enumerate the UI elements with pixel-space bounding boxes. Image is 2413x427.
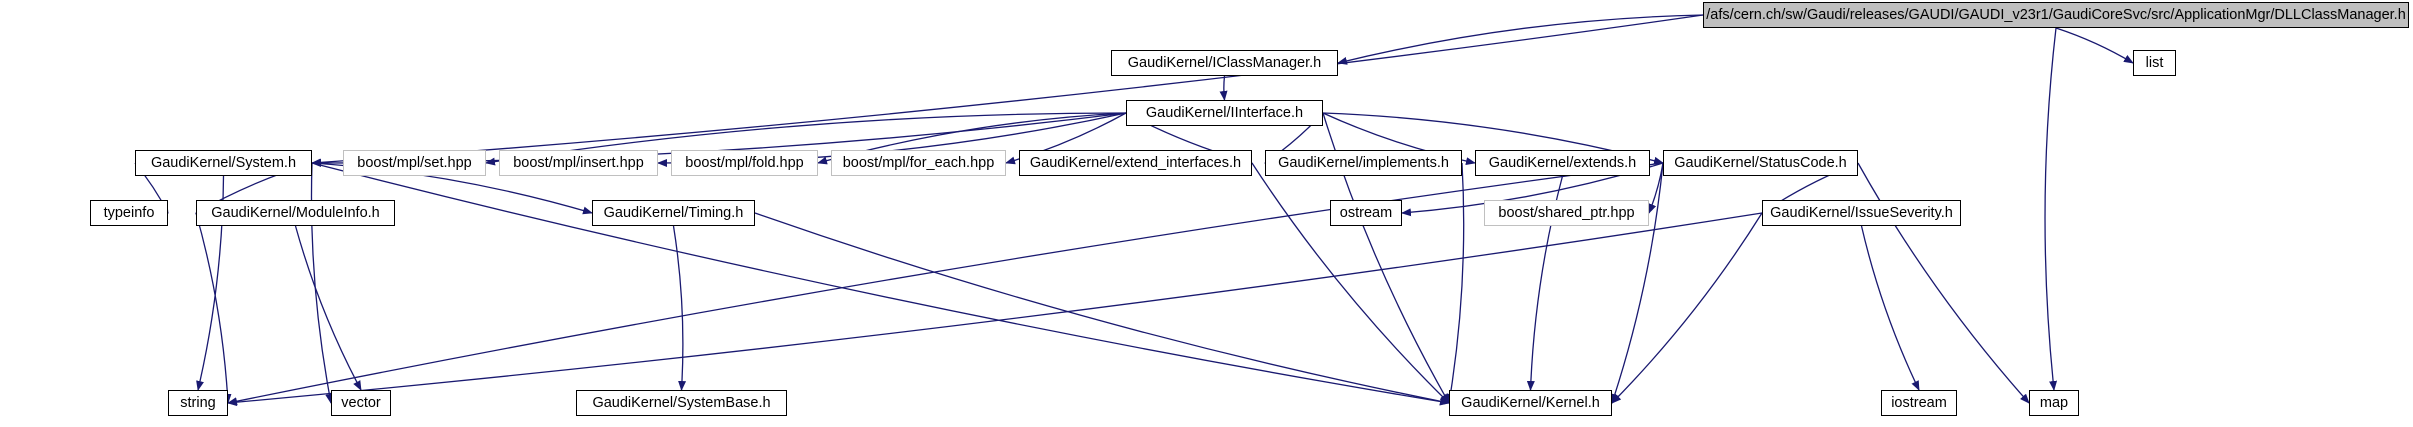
graph-edge-statuscode-to-kernel	[1611, 162, 1664, 404]
graph-edge-system-to-kernel	[311, 162, 1450, 406]
graph-edge-root-to-list	[2055, 27, 2134, 64]
graph-edge-issueseverity-to-string	[227, 212, 1763, 407]
graph-node-extends[interactable]: GaudiKernel/extends.h	[1475, 150, 1650, 176]
graph-node-string[interactable]: string	[168, 390, 228, 416]
graph-node-system[interactable]: GaudiKernel/System.h	[135, 150, 312, 176]
graph-edge-moduleinfo-to-string	[195, 212, 232, 404]
graph-node-implements[interactable]: GaudiKernel/implements.h	[1265, 150, 1462, 176]
graph-node-mplset[interactable]: boost/mpl/set.hpp	[343, 150, 486, 176]
graph-node-statuscode[interactable]: GaudiKernel/StatusCode.h	[1663, 150, 1858, 176]
graph-node-issueseverity[interactable]: GaudiKernel/IssueSeverity.h	[1762, 200, 1961, 226]
graph-edge-implements-to-kernel	[1446, 162, 1465, 404]
graph-edge-timing-to-systembase	[672, 225, 687, 391]
graph-node-mplforeach[interactable]: boost/mpl/for_each.hpp	[831, 150, 1006, 176]
graph-edge-issueseverity-to-kernel	[1611, 212, 1763, 404]
graph-edge-extendinterfaces-to-kernel	[1251, 162, 1450, 404]
graph-node-iclassmanager[interactable]: GaudiKernel/IClassManager.h	[1111, 50, 1338, 76]
graph-edge-statuscode-to-map	[1857, 162, 2030, 404]
graph-edge-root-to-system	[311, 14, 1704, 167]
graph-edge-issueseverity-to-iostream	[1860, 225, 1920, 391]
graph-node-kernel[interactable]: GaudiKernel/Kernel.h	[1449, 390, 1612, 416]
graph-node-systembase[interactable]: GaudiKernel/SystemBase.h	[576, 390, 787, 416]
graph-node-mplfold[interactable]: boost/mpl/fold.hpp	[671, 150, 818, 176]
graph-node-root[interactable]: /afs/cern.ch/sw/Gaudi/releases/GAUDI/GAU…	[1703, 2, 2409, 28]
graph-node-extendinterfaces[interactable]: GaudiKernel/extend_interfaces.h	[1019, 150, 1252, 176]
graph-edge-system-to-vector	[310, 162, 334, 404]
graph-node-vector[interactable]: vector	[331, 390, 391, 416]
graph-node-ostream[interactable]: ostream	[1330, 200, 1402, 226]
graph-node-map[interactable]: map	[2029, 390, 2079, 416]
graph-edge-root-to-map	[2044, 27, 2058, 391]
graph-edge-timing-to-kernel	[754, 212, 1450, 406]
graph-node-sharedptr[interactable]: boost/shared_ptr.hpp	[1484, 200, 1649, 226]
graph-node-list[interactable]: list	[2133, 50, 2176, 76]
graph-edge-statuscode-to-string	[227, 162, 1664, 406]
graph-edge-statuscode-to-sharedptr	[1648, 162, 1664, 214]
graph-node-mplinsert[interactable]: boost/mpl/insert.hpp	[499, 150, 658, 176]
graph-node-timing[interactable]: GaudiKernel/Timing.h	[592, 200, 755, 226]
graph-edge-moduleinfo-to-vector	[294, 225, 362, 391]
graph-node-iinterface[interactable]: GaudiKernel/IInterface.h	[1126, 100, 1323, 126]
graph-node-iostream[interactable]: iostream	[1881, 390, 1957, 416]
graph-edge-iclassmanager-to-iinterface	[1219, 75, 1228, 101]
graph-node-typeinfo[interactable]: typeinfo	[90, 200, 168, 226]
graph-edge-root-to-iclassmanager	[1337, 14, 1704, 65]
graph-node-moduleinfo[interactable]: GaudiKernel/ModuleInfo.h	[196, 200, 395, 226]
